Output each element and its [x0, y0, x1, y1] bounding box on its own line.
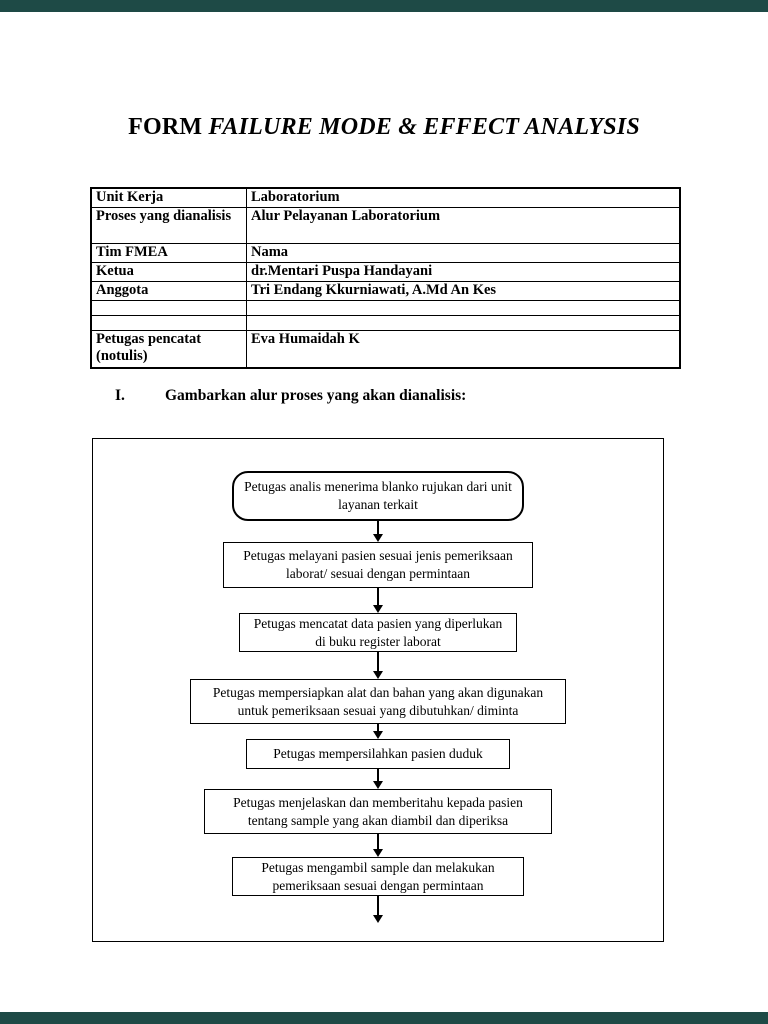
section-number: I. — [115, 387, 125, 404]
flow-down-arrow-icon — [373, 724, 383, 739]
arrow-head — [373, 605, 383, 613]
row-value-cell — [246, 315, 681, 331]
flow-down-arrow-icon — [373, 834, 383, 857]
arrow-shaft — [377, 521, 379, 534]
page-title-italic: FAILURE MODE & EFFECT ANALYSIS — [208, 114, 640, 140]
row-label-cell: Tim FMEA — [90, 243, 247, 263]
table-row — [90, 300, 681, 316]
arrow-head — [373, 671, 383, 679]
row-label-cell: Anggota — [90, 281, 247, 301]
row-label-cell: Petugas pencatat (notulis) — [90, 330, 247, 368]
row-value-cell: dr.Mentari Puspa Handayani — [246, 262, 681, 282]
arrow-head — [373, 915, 383, 923]
row-label-cell: Unit Kerja — [90, 187, 247, 208]
flow-step-box: Petugas mengambil sample dan melakukan p… — [232, 857, 524, 896]
flow-step-box: Petugas mencatat data pasien yang diperl… — [239, 613, 517, 652]
row-value-cell — [246, 300, 681, 316]
row-value-cell: Eva Humaidah K — [246, 330, 681, 368]
table-row: Petugas pencatat (notulis)Eva Humaidah K — [90, 330, 681, 368]
flow-step-box: Petugas analis menerima blanko rujukan d… — [232, 471, 524, 521]
arrow-shaft — [377, 652, 379, 671]
row-label-cell — [90, 315, 247, 331]
arrow-head — [373, 781, 383, 789]
flow-down-arrow-icon — [373, 652, 383, 679]
table-row — [90, 315, 681, 331]
arrow-shaft — [377, 896, 379, 915]
flow-down-arrow-icon — [373, 521, 383, 542]
section-heading-text: Gambarkan alur proses yang akan dianalis… — [165, 387, 467, 404]
row-value-cell: Tri Endang Kkurniawati, A.Md An Kes — [246, 281, 681, 301]
row-value-cell: Nama — [246, 243, 681, 263]
flow-step-box: Petugas menjelaskan dan memberitahu kepa… — [204, 789, 552, 834]
flow-step-box: Petugas mempersilahkan pasien duduk — [246, 739, 510, 769]
viewer-top-bar — [0, 0, 768, 12]
page-title-prefix: FORM — [128, 114, 209, 140]
arrow-head — [373, 849, 383, 857]
flow-down-arrow-icon — [373, 896, 383, 923]
viewer-bottom-bar — [0, 1012, 768, 1024]
row-label-cell — [90, 300, 247, 316]
page-title: FORM FAILURE MODE & EFFECT ANALYSIS — [0, 114, 768, 141]
row-label-cell: Ketua — [90, 262, 247, 282]
flow-down-arrow-icon — [373, 769, 383, 789]
section-heading: I. Gambarkan alur proses yang akan diana… — [115, 387, 466, 405]
arrow-shaft — [377, 834, 379, 849]
flowchart: Petugas analis menerima blanko rujukan d… — [92, 438, 664, 942]
arrow-shaft — [377, 588, 379, 605]
arrow-head — [373, 534, 383, 542]
flow-down-arrow-icon — [373, 588, 383, 613]
row-value-cell: Laboratorium — [246, 187, 681, 208]
arrow-shaft — [377, 724, 379, 731]
arrow-shaft — [377, 769, 379, 781]
row-label-cell: Proses yang dianalisis — [90, 207, 247, 244]
arrow-head — [373, 731, 383, 739]
flow-step-box: Petugas melayani pasien sesuai jenis pem… — [223, 542, 533, 588]
row-value-cell: Alur Pelayanan Laboratorium — [246, 207, 681, 244]
flow-step-box: Petugas mempersiapkan alat dan bahan yan… — [190, 679, 566, 724]
